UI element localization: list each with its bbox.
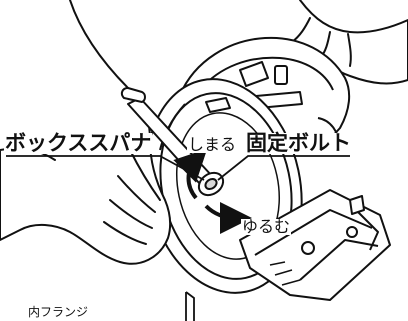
box-spanner-label: ボックススパナ <box>4 131 153 155</box>
base-plate-illustration <box>239 189 391 301</box>
inner-flange-part-illustration <box>185 291 195 321</box>
fixing-bolt-label: 固定ボルト <box>245 131 352 155</box>
inner-flange-label: 内フランジ <box>28 305 89 319</box>
loosen-label: ゆるむ <box>241 217 292 236</box>
loosen-arrow <box>204 201 252 234</box>
tighten-arrow <box>173 148 208 200</box>
tighten-label: しまる <box>187 135 238 154</box>
